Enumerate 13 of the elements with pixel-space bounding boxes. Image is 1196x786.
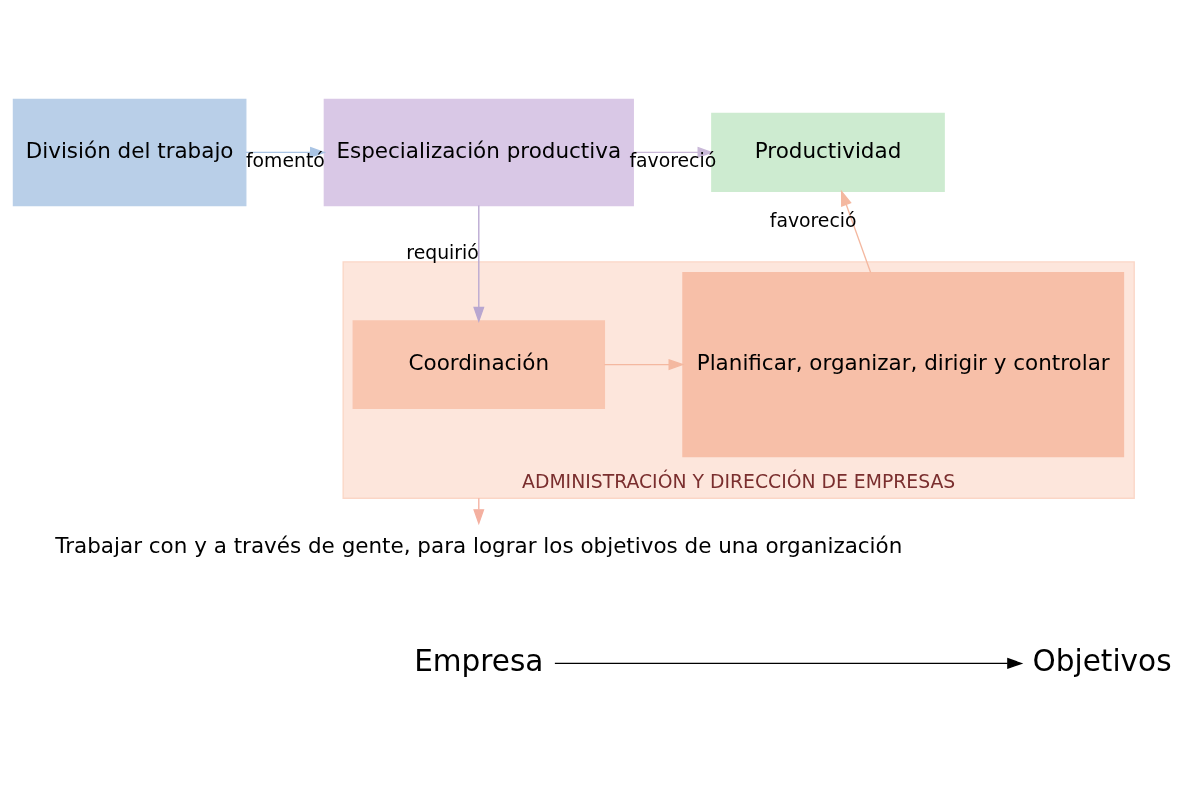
edge-label: requirió — [406, 241, 479, 263]
node-box: División del trabajo — [12, 98, 247, 206]
node-text: Empresa — [414, 643, 544, 678]
edge-label: fomentó — [245, 149, 325, 171]
arrow — [603, 358, 685, 370]
node-box: Coordinación — [352, 319, 606, 409]
node-text: Trabajar con y a través de gente, para lograr los objetivos de una organización — [55, 532, 903, 558]
arrow — [554, 657, 1024, 669]
arrow — [473, 204, 485, 323]
node-box: Planificar, organizar, dirigir y controlar — [682, 271, 1125, 457]
node-text: Objetivos — [1032, 643, 1172, 678]
arrow — [840, 189, 872, 273]
edge-label: favoreció — [769, 209, 857, 231]
